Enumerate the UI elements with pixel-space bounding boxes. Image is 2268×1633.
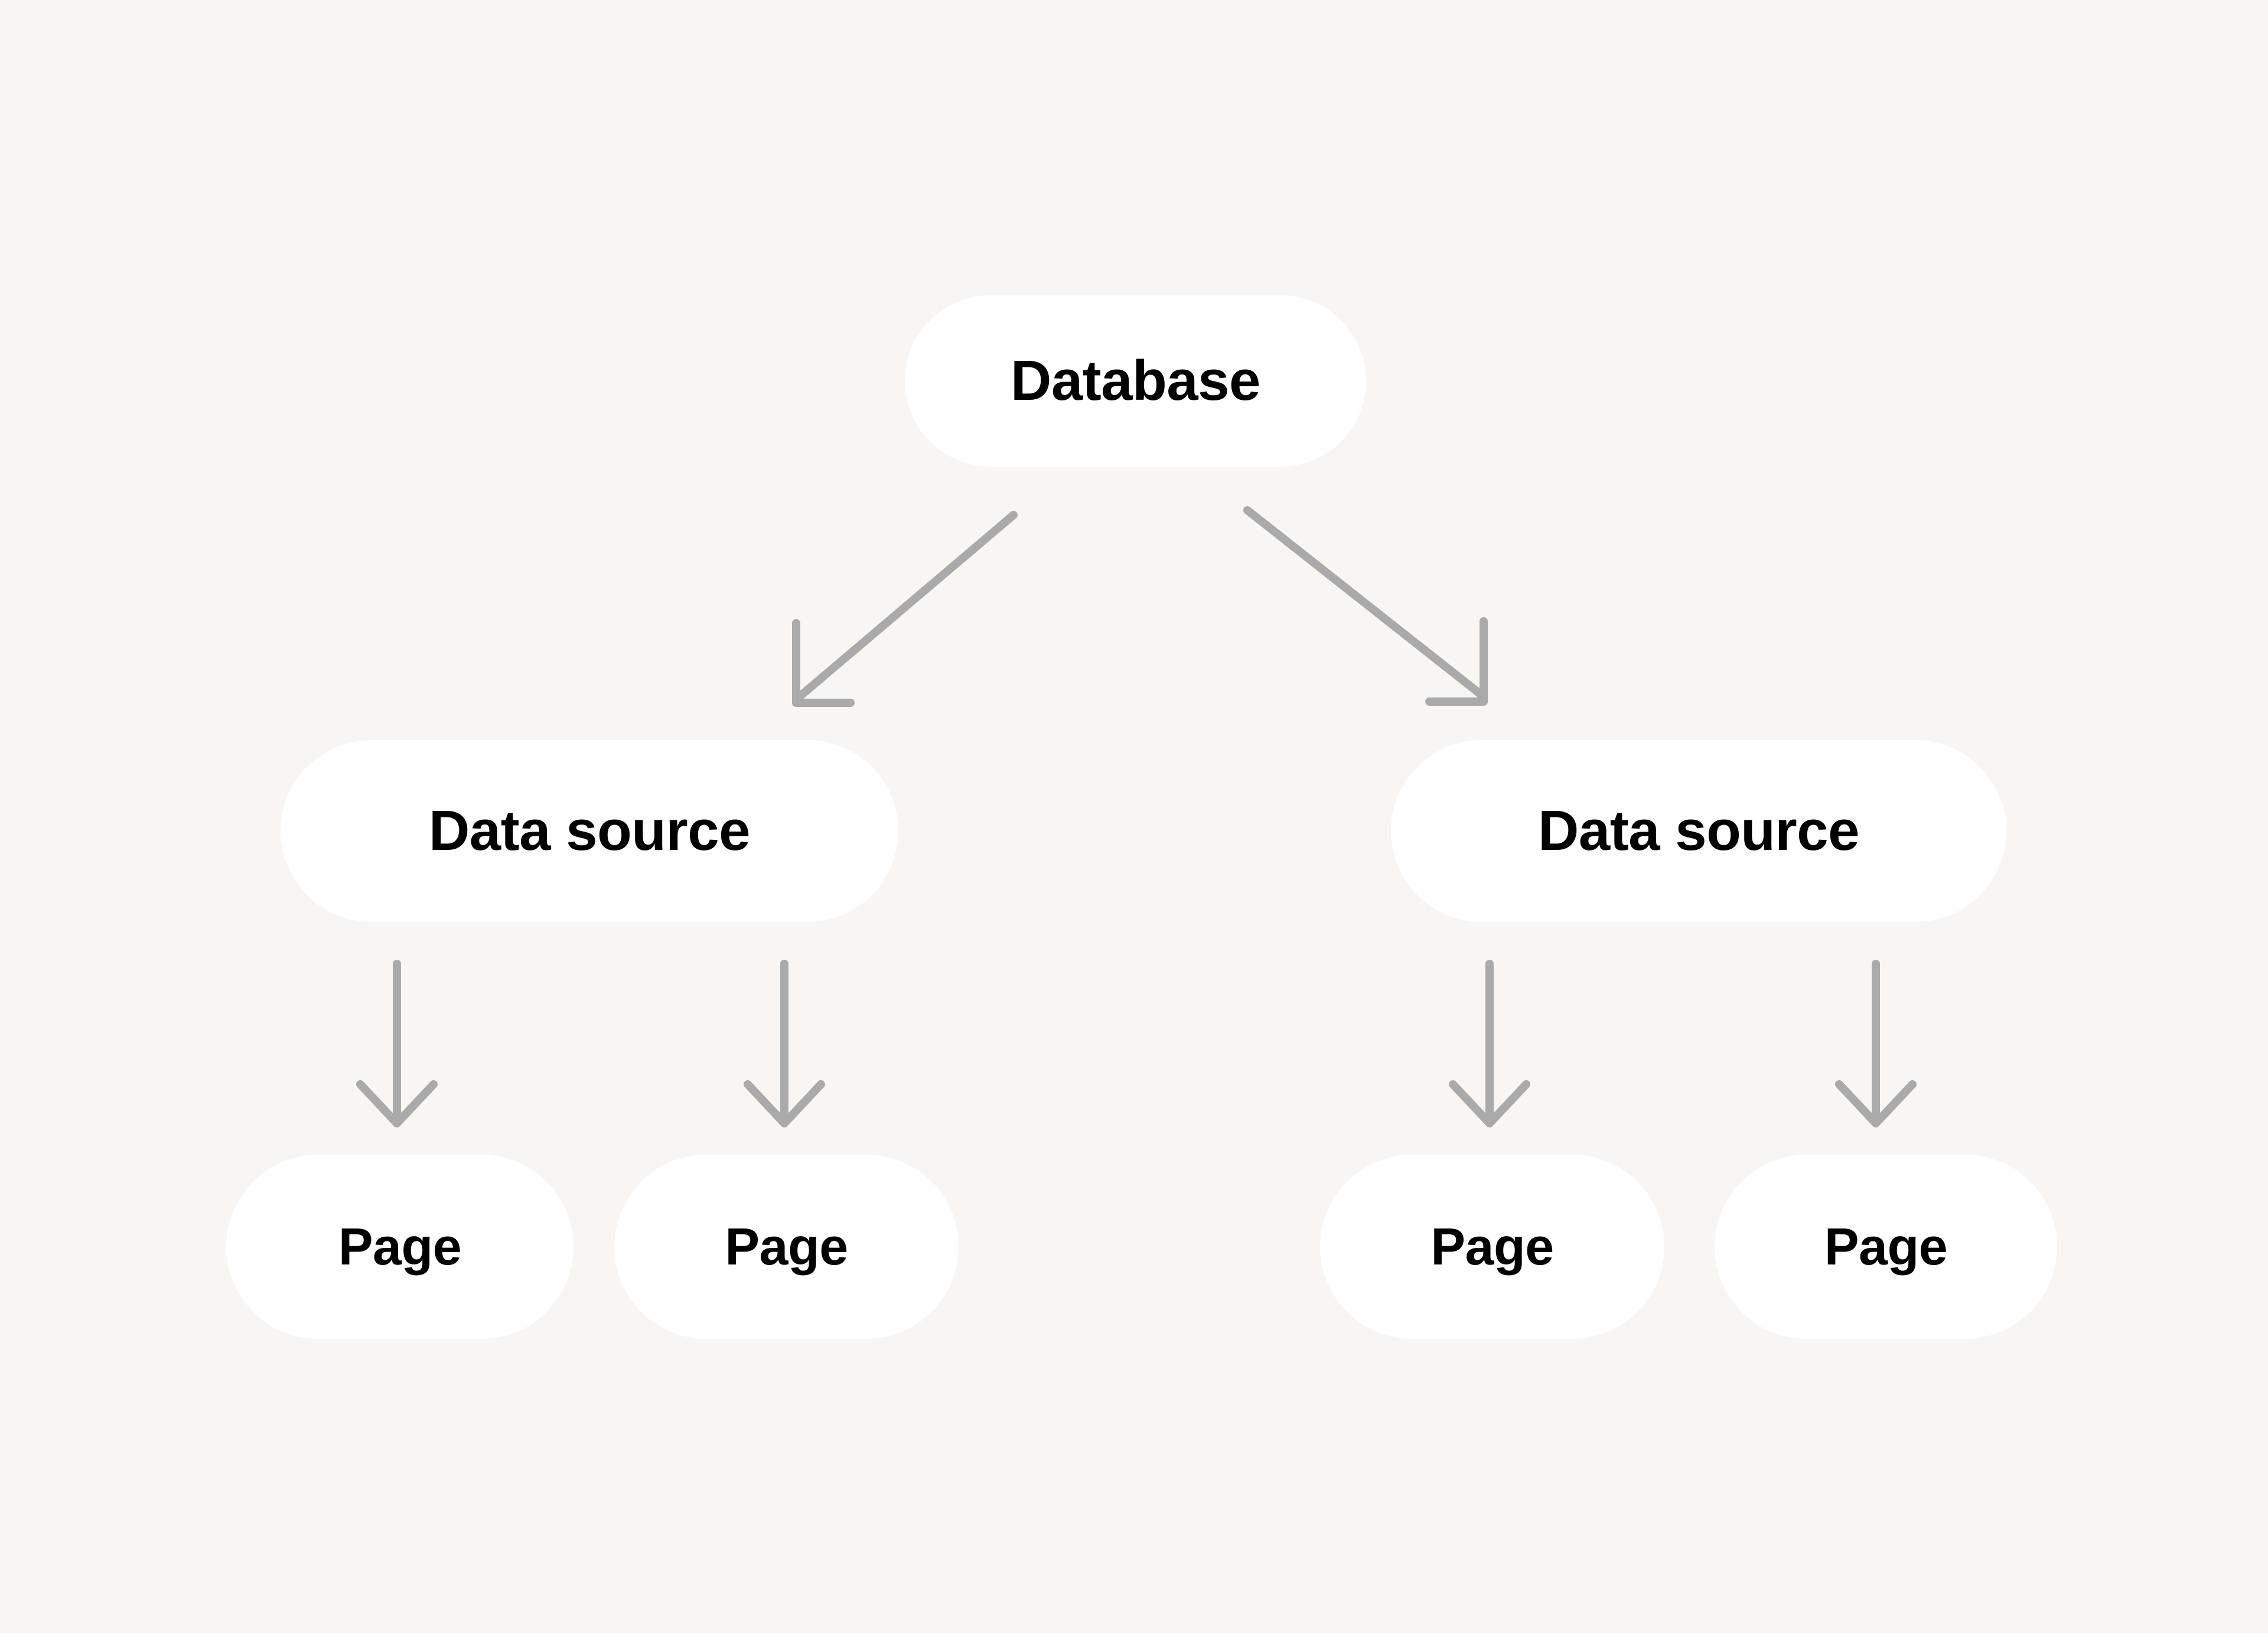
node-page-3-label: Page <box>1430 1217 1554 1276</box>
node-data-source-right-label: Data source <box>1537 799 1860 862</box>
edge-database-to-data-source-right <box>1243 506 1488 706</box>
edge-data-source-right-to-page-3 <box>1449 960 1530 1127</box>
node-page-4-label: Page <box>1824 1217 1948 1276</box>
edge-data-source-right-to-page-4 <box>1835 960 1917 1127</box>
edge-data-source-left-to-page-2 <box>744 960 825 1127</box>
node-page-1[interactable]: Page <box>226 1155 573 1339</box>
node-page-4[interactable]: Page <box>1715 1155 2057 1339</box>
node-data-source-left-label: Data source <box>428 799 751 862</box>
node-page-2[interactable]: Page <box>614 1155 959 1339</box>
node-page-2-label: Page <box>725 1217 848 1276</box>
node-data-source-left[interactable]: Data source <box>281 740 898 922</box>
node-database[interactable]: Database <box>905 295 1366 467</box>
node-page-1-label: Page <box>338 1217 462 1276</box>
node-data-source-right[interactable]: Data source <box>1391 740 2006 922</box>
edge-database-to-data-source-left <box>792 511 1018 707</box>
node-page-3[interactable]: Page <box>1320 1155 1664 1339</box>
node-database-label: Database <box>1011 349 1260 412</box>
edge-data-source-left-to-page-1 <box>356 960 438 1127</box>
